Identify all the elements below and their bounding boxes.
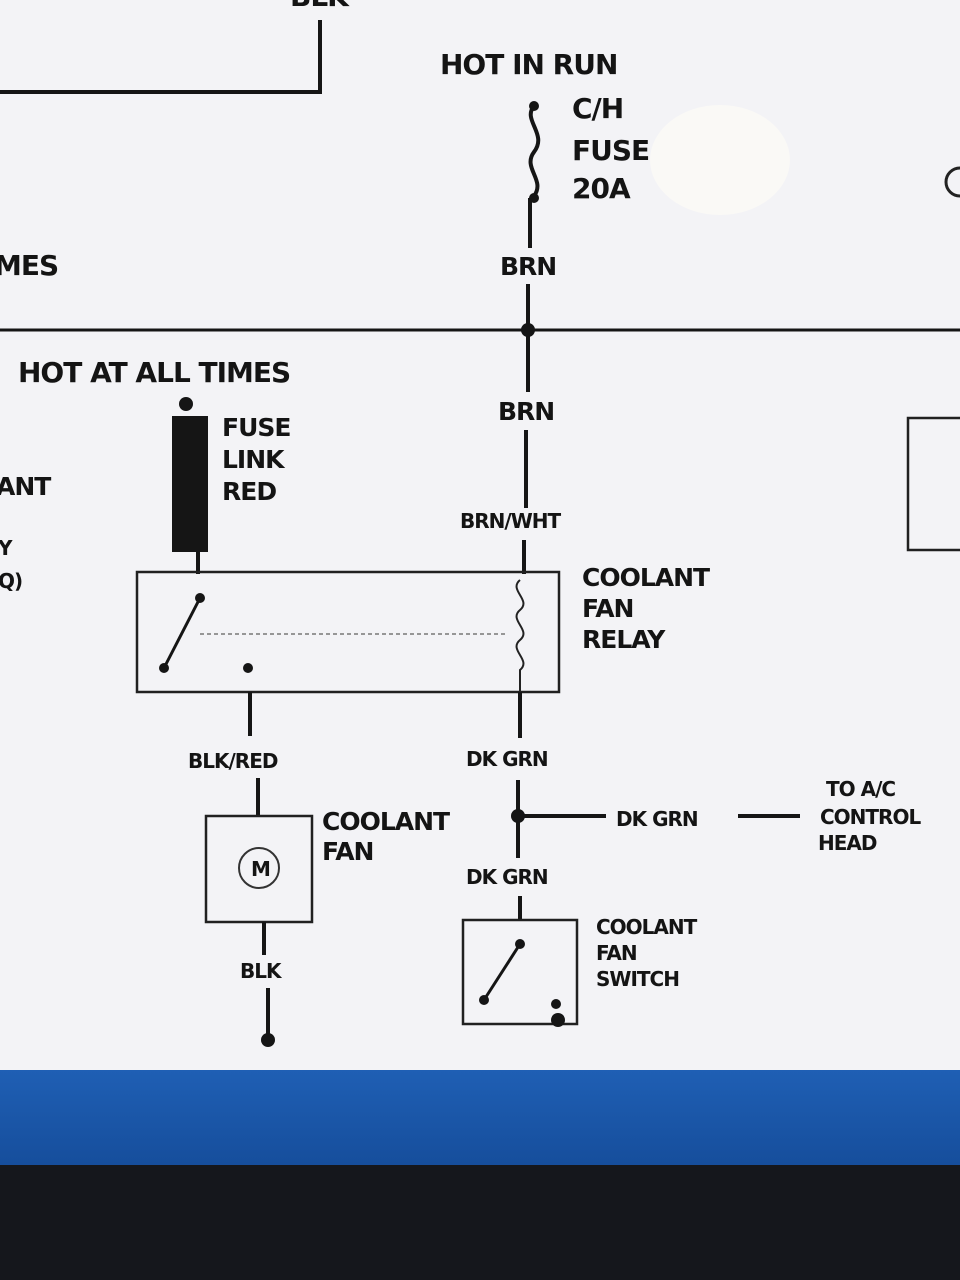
- blk-label: BLK: [240, 959, 283, 983]
- fuse-link-terminal: [179, 397, 193, 411]
- left-cutoff-ant-label: ANT: [0, 472, 51, 501]
- left-cutoff-q-label: Q): [0, 569, 22, 593]
- brn-label-upper: BRN: [500, 252, 556, 281]
- fuse-label-line1: C/H: [572, 92, 623, 125]
- relay-label-line1: COOLANT: [582, 563, 710, 592]
- ac-head-label-line2: CONTROL: [820, 805, 921, 829]
- dk-grn-label-branch: DK GRN: [616, 807, 698, 831]
- fuse-label-line3: 20A: [572, 172, 631, 205]
- brn-wht-label: BRN/WHT: [460, 509, 561, 533]
- monitor-bezel: [0, 1165, 960, 1280]
- left-cutoff-y-label: Y: [0, 536, 13, 560]
- relay-contact-output: [243, 663, 253, 673]
- ac-head-label-line3: HEAD: [818, 831, 877, 855]
- relay-switch-arm: [162, 597, 202, 669]
- coolant-fan-relay-box: [135, 570, 561, 694]
- relay-label-line2: FAN: [582, 594, 633, 623]
- fan-label-line2: FAN: [322, 837, 373, 866]
- switch-contact-pivot: [479, 995, 489, 1005]
- taskbar: [0, 1070, 960, 1165]
- coolant-fan-switch-box: [461, 918, 579, 1026]
- ch-fuse-symbol: [528, 104, 541, 198]
- hot-in-run-label: HOT IN RUN: [440, 48, 617, 81]
- fan-motor-icon: [238, 847, 280, 889]
- wiring-diagram: BLK HOT IN RUN C/H FUSE 20A BRN MES HOT …: [0, 0, 960, 1047]
- switch-ground-terminal: [551, 1013, 565, 1027]
- dk-grn-label-bottom: DK GRN: [466, 865, 548, 889]
- right-cutoff-connector: [944, 166, 960, 198]
- diagram-screen: BLK HOT IN RUN C/H FUSE 20A BRN MES HOT …: [0, 0, 960, 1070]
- switch-label-line2: FAN: [596, 941, 637, 965]
- ground-terminal: [261, 1033, 275, 1047]
- right-cutoff-component: [906, 416, 960, 552]
- ac-head-label-line1: TO A/C: [826, 777, 895, 801]
- fan-motor-label: M: [251, 857, 270, 881]
- hot-at-all-times-label: HOT AT ALL TIMES: [18, 356, 290, 389]
- fuse-link-label-line1: FUSE: [222, 413, 290, 442]
- fuse-link-label-line3: RED: [222, 477, 276, 506]
- switch-arm: [482, 943, 522, 1001]
- coolant-fan-box: [204, 814, 314, 924]
- switch-label-line1: COOLANT: [596, 915, 698, 939]
- dk-grn-label-top: DK GRN: [466, 747, 548, 771]
- relay-contact-pivot: [159, 663, 169, 673]
- fuse-label-line2: FUSE: [572, 134, 649, 167]
- blk-red-label: BLK/RED: [188, 749, 278, 773]
- screen-glare: [650, 105, 790, 215]
- splice-junction: [521, 323, 535, 337]
- fuse-link-label-line2: LINK: [222, 445, 286, 474]
- relay-label-line3: RELAY: [582, 625, 666, 654]
- fuse-link-symbol: [172, 416, 208, 552]
- fan-label-line1: COOLANT: [322, 807, 450, 836]
- left-cutoff-times-label: MES: [0, 249, 58, 282]
- switch-label-line3: SWITCH: [596, 967, 679, 991]
- top-left-wire-label: BLK: [290, 0, 350, 13]
- brn-label-lower: BRN: [498, 397, 554, 426]
- switch-contact-output: [551, 999, 561, 1009]
- top-left-wire: [0, 20, 322, 94]
- relay-coil-symbol: [515, 579, 525, 692]
